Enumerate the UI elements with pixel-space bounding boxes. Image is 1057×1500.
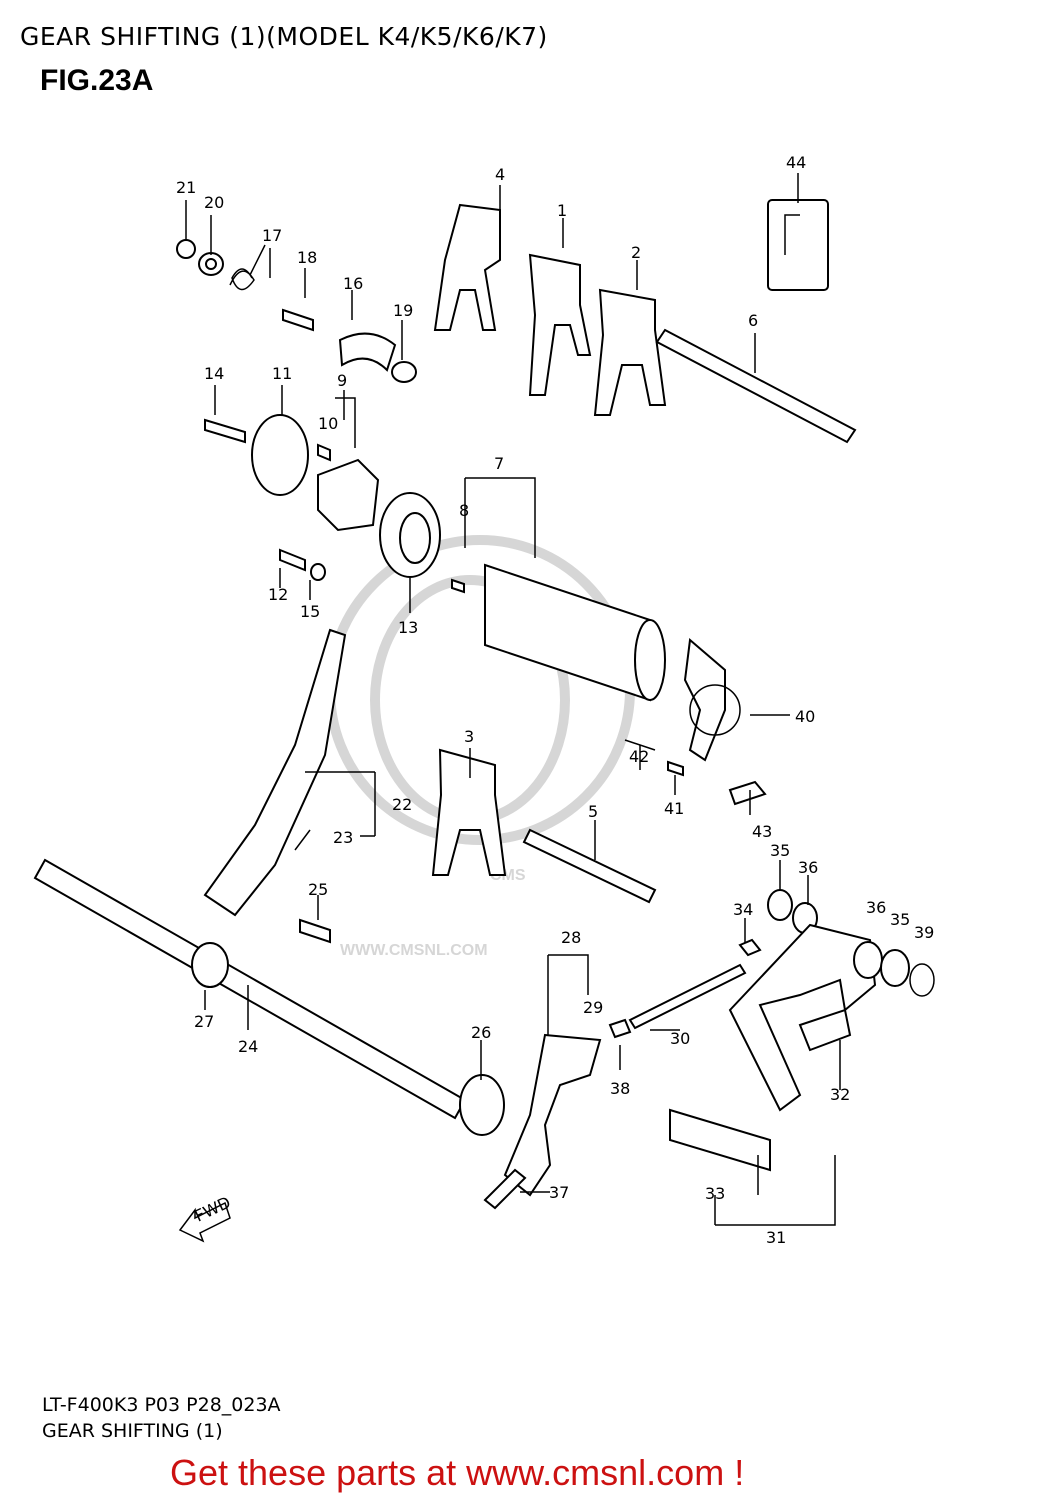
callout-44: 44 (786, 153, 806, 172)
callout-33: 33 (705, 1184, 725, 1203)
callout-14: 14 (204, 364, 224, 383)
callout-18: 18 (297, 248, 317, 267)
callout-6: 6 (748, 311, 758, 330)
callout-8: 8 (459, 501, 469, 520)
callout-21: 21 (176, 178, 196, 197)
callout-11: 11 (272, 364, 292, 383)
callout-38: 38 (610, 1079, 630, 1098)
callout-43: 43 (752, 822, 772, 841)
callout-35b: 35 (890, 910, 910, 929)
callout-12: 12 (268, 585, 288, 604)
callout-25: 25 (308, 880, 328, 899)
callout-37: 37 (549, 1183, 569, 1202)
callout-28: 28 (561, 928, 581, 947)
callout-1: 1 (557, 201, 567, 220)
promo-link[interactable]: Get these parts at www.cmsnl.com ! (170, 1452, 745, 1493)
callout-24: 24 (238, 1037, 258, 1056)
callout-27: 27 (194, 1012, 214, 1031)
callout-4: 4 (495, 165, 505, 184)
callout-29: 29 (583, 998, 603, 1017)
callout-2: 2 (631, 243, 641, 262)
diagram-code: LT-F400K3 P03 P28_023A (42, 1394, 281, 1416)
callout-22: 22 (392, 795, 412, 814)
figure-label: FIG.23A (40, 64, 154, 97)
callout-5: 5 (588, 802, 598, 821)
callout-19: 19 (393, 301, 413, 320)
callout-39: 39 (914, 923, 934, 942)
callout-9: 9 (337, 371, 347, 390)
callout-32: 32 (830, 1085, 850, 1104)
callout-36: 36 (798, 858, 818, 877)
forward-direction-icon: FWD (178, 1193, 234, 1243)
callout-31: 31 (766, 1228, 786, 1247)
callout-23: 23 (333, 828, 353, 847)
watermark-url: WWW.CMSNL.COM (340, 942, 488, 959)
callout-36b: 36 (866, 898, 886, 917)
callouts: 21 20 17 18 16 19 4 1 2 6 44 14 11 9 10 … (176, 153, 934, 1247)
callout-41: 41 (664, 799, 684, 818)
callout-34: 34 (733, 900, 753, 919)
callout-3: 3 (464, 727, 474, 746)
callout-15: 15 (300, 602, 320, 621)
part-shapes (33, 173, 935, 1226)
callout-30: 30 (670, 1029, 690, 1048)
footer-title: GEAR SHIFTING (1) (42, 1420, 223, 1442)
callout-16: 16 (343, 274, 363, 293)
callout-7: 7 (494, 454, 504, 473)
callout-26: 26 (471, 1023, 491, 1042)
callout-40: 40 (795, 707, 815, 726)
page-title: GEAR SHIFTING (1)(MODEL K4/K5/K6/K7) (20, 22, 548, 51)
callout-17: 17 (262, 226, 282, 245)
callout-10: 10 (318, 414, 338, 433)
callout-13: 13 (398, 618, 418, 637)
callout-42: 42 (629, 747, 649, 766)
callout-20: 20 (204, 193, 224, 212)
callout-35: 35 (770, 841, 790, 860)
